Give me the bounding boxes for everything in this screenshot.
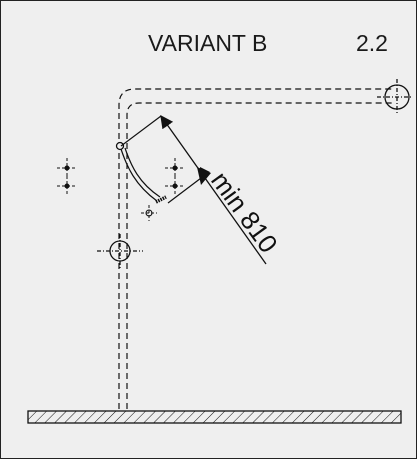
dimension-arrow-inner [197,167,211,185]
dashed-pipe-route [118,88,393,409]
mounting-hole-mid-bottom [165,176,185,196]
dimension-line [160,114,267,265]
mounting-hole-mid-top [165,158,185,178]
corner-fixture-circle [377,79,413,115]
mounting-hole-lower [141,205,157,221]
pipe-fixture-circle [97,234,143,269]
mounting-hole-left-bottom [57,176,77,196]
shower-hose [115,141,167,204]
dimension-extension-lines [120,115,210,204]
mounting-hole-left-top [57,158,77,178]
floor-hatch [27,410,402,424]
dimension-label: min 810 [205,166,284,258]
figure-number: 2.2 [356,30,388,56]
hose-outlet [115,141,125,151]
variant-label: VARIANT B [148,30,267,56]
